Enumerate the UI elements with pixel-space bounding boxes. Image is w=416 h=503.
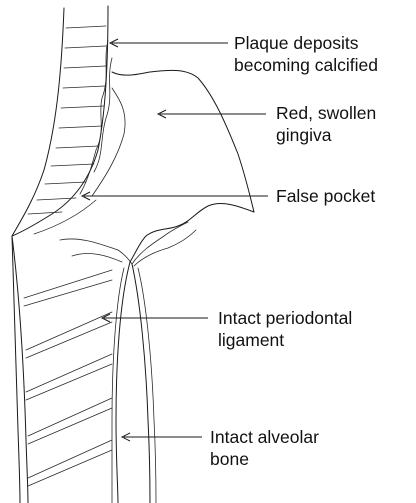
label-gingiva: Red, swollen gingiva	[276, 102, 376, 146]
gingival-fibres	[60, 222, 196, 266]
label-bone-line2: bone	[210, 448, 319, 470]
gingiva-outline	[34, 70, 254, 262]
label-bone-line1: Intact alveolar	[210, 426, 319, 448]
root-and-ligament	[112, 262, 156, 503]
label-ligament-line1: Intact periodontal	[218, 307, 352, 329]
leader-bone	[122, 433, 202, 441]
tooth-outline	[12, 6, 108, 503]
label-ligament-line2: ligament	[218, 329, 352, 351]
label-plaque-line1: Plaque deposits	[234, 32, 378, 54]
label-alveolar-bone: Intact alveolar bone	[210, 426, 319, 470]
leader-plaque	[110, 39, 228, 47]
leader-gingiva	[158, 110, 266, 118]
plaque-deposit-bands	[28, 26, 106, 214]
leader-false-pocket	[82, 192, 268, 200]
label-gingiva-line2: gingiva	[276, 124, 376, 146]
leader-ligament	[102, 314, 208, 322]
label-plaque-deposits: Plaque deposits becoming calcified	[234, 32, 378, 76]
label-plaque-line2: becoming calcified	[234, 54, 378, 76]
label-gingiva-line1: Red, swollen	[276, 102, 376, 124]
label-periodontal-ligament: Intact periodontal ligament	[218, 307, 352, 351]
label-pocket-line1: False pocket	[276, 185, 375, 207]
label-false-pocket: False pocket	[276, 185, 375, 207]
alveolar-bone-hatching	[24, 270, 112, 486]
